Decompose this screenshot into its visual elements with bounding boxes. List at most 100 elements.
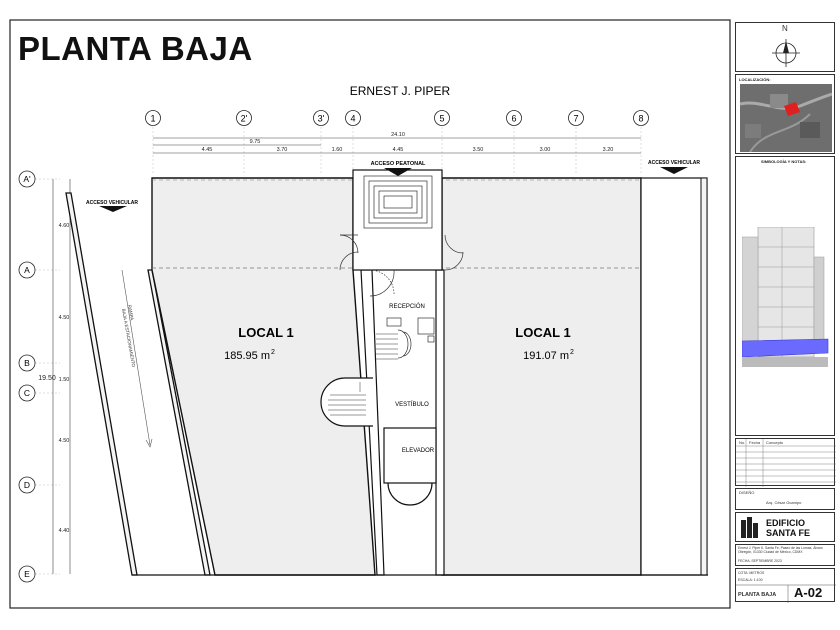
scale-value: ESCALA: 1:100 — [738, 578, 763, 582]
rev-col-concepto: Concepto — [766, 440, 784, 445]
local-right-room — [441, 177, 642, 576]
stairwell — [320, 377, 373, 427]
address-box: Ernest J. Piper 6, Santa Fe, Paseo de la… — [735, 544, 835, 566]
sheet-border — [9, 19, 731, 609]
grid-label: 6 — [511, 114, 516, 124]
design-label: DISEÑO — [739, 490, 755, 495]
vestibule-label: VESTÍBULO — [395, 401, 429, 408]
project-name-line2: SANTA FE — [766, 528, 810, 538]
north-arrow-icon — [772, 39, 800, 67]
location-box: LOCALIZACIÓN: — [735, 74, 835, 154]
reception-label: RECEPCIÓN — [389, 303, 425, 310]
dim-label: 4.60 — [59, 223, 70, 229]
local-right-area-sup: 2 — [570, 349, 574, 356]
project-address: Ernest J. Piper 6, Santa Fe, Paseo de la… — [738, 546, 823, 554]
north-label: N — [782, 24, 788, 33]
notes-box: SIMBOLOGÍA Y NOTAS: — [735, 156, 835, 436]
access-arrow — [660, 167, 688, 174]
ramp-arrow — [121, 269, 153, 448]
grid-bubble — [345, 110, 361, 126]
grid-label: B — [24, 358, 30, 368]
grid-bubble — [313, 110, 329, 126]
grid-bubble — [506, 110, 522, 126]
designer-box: DISEÑO Arq. César Ocampo — [735, 488, 835, 510]
local-right-area: 191.07 m — [523, 350, 569, 362]
dim-label: 9.75 — [250, 139, 261, 145]
project-box: EDIFICIO SANTA FE — [735, 512, 835, 542]
grid-bubble — [236, 110, 252, 126]
stair-treads — [328, 382, 366, 416]
plan-title: PLANTA BAJA — [18, 30, 253, 67]
grid-label: 1 — [150, 114, 155, 124]
top-dimension-labels: 24.10 9.75 4.45 3.70 1.60 4.45 3.50 3.00… — [202, 132, 614, 153]
vehicular-lane-right — [640, 177, 708, 576]
grid-label: 3' — [318, 114, 325, 124]
dim-label: 3.70 — [277, 147, 288, 153]
access-arrow — [384, 168, 412, 176]
grid-label: 7 — [573, 114, 578, 124]
column-grid-lines — [152, 127, 642, 175]
entrance-steps — [363, 175, 433, 229]
local-left-room — [151, 177, 376, 576]
revisions-table: No. Fecha Concepto — [735, 438, 836, 487]
north-arrow-box: N — [735, 22, 835, 72]
grid-bubble — [18, 261, 36, 279]
grid-label: 2' — [241, 114, 248, 124]
vehicular-access-left-label: ACCESO VEHICULAR — [86, 200, 138, 206]
local-left-name: LOCAL 1 — [238, 325, 293, 340]
dim-label: 19.50 — [38, 375, 56, 382]
revisions-grid — [736, 439, 836, 487]
vehicular-access-right-label: ACCESO VEHICULAR — [648, 160, 700, 166]
elevator-label: ELEVADOR — [402, 448, 435, 454]
location-label: LOCALIZACIÓN: — [739, 77, 771, 82]
row-grid-bubbles: A' A B C D E — [18, 170, 36, 583]
building-section-model — [742, 227, 829, 367]
reception-steps — [376, 333, 398, 360]
dim-label: 4.45 — [393, 147, 404, 153]
ramp-label: RAMPA — [127, 304, 135, 320]
left-dimensions — [52, 179, 71, 574]
reception-desk — [386, 317, 435, 359]
dim-label: 24.10 — [391, 132, 405, 138]
sheet-info-grid — [736, 584, 836, 603]
sheet-name: PLANTA BAJA — [738, 592, 777, 598]
elevator-curve — [387, 482, 433, 506]
dim-label: 1.50 — [59, 377, 70, 383]
top-dimensions — [153, 137, 641, 154]
grid-bubble — [145, 110, 161, 126]
street-name-label: ERNEST J. PIPER — [350, 84, 451, 98]
grid-bubble — [18, 384, 36, 402]
sheet-number: A-02 — [794, 585, 823, 600]
grid-label: D — [24, 480, 30, 490]
grid-bubble — [18, 565, 36, 583]
local-left-area: 185.95 m — [224, 350, 270, 362]
dim-label: 3.50 — [473, 147, 484, 153]
date-value: FECHA: SEPTIEMBRE 2023 — [738, 559, 782, 563]
pedestrian-entrance — [352, 169, 443, 271]
rev-col-no: No. — [739, 440, 746, 445]
building-logo-icon — [741, 517, 758, 538]
entrance-doors — [339, 234, 464, 297]
units-value: COTA: METROS — [738, 571, 765, 575]
project-name-line1: EDIFICIO — [766, 518, 806, 528]
dim-label: 3.20 — [603, 147, 614, 153]
left-dimension-labels: 19.50 4.60 4.50 1.50 4.50 4.40 — [38, 223, 69, 534]
grid-bubble — [18, 354, 36, 372]
dim-label: 4.50 — [59, 438, 70, 444]
architect-name: Arq. César Ocampo — [766, 500, 802, 505]
dim-label: 4.50 — [59, 315, 70, 321]
dim-label: 4.40 — [59, 528, 70, 534]
dim-label: 1.60 — [332, 147, 343, 153]
grid-label: C — [24, 388, 30, 398]
grid-label: 8 — [638, 114, 643, 124]
rev-col-fecha: Fecha — [749, 440, 761, 445]
location-map — [740, 84, 832, 152]
dim-label: 4.45 — [202, 147, 213, 153]
title-block: N LOCALIZACIÓN: SIMBOLOGÍA Y NO — [735, 20, 836, 605]
elevator-shaft — [383, 427, 437, 484]
grid-bubble — [18, 170, 36, 188]
corridor-wall-right — [435, 269, 445, 576]
grid-label: A' — [23, 174, 31, 184]
